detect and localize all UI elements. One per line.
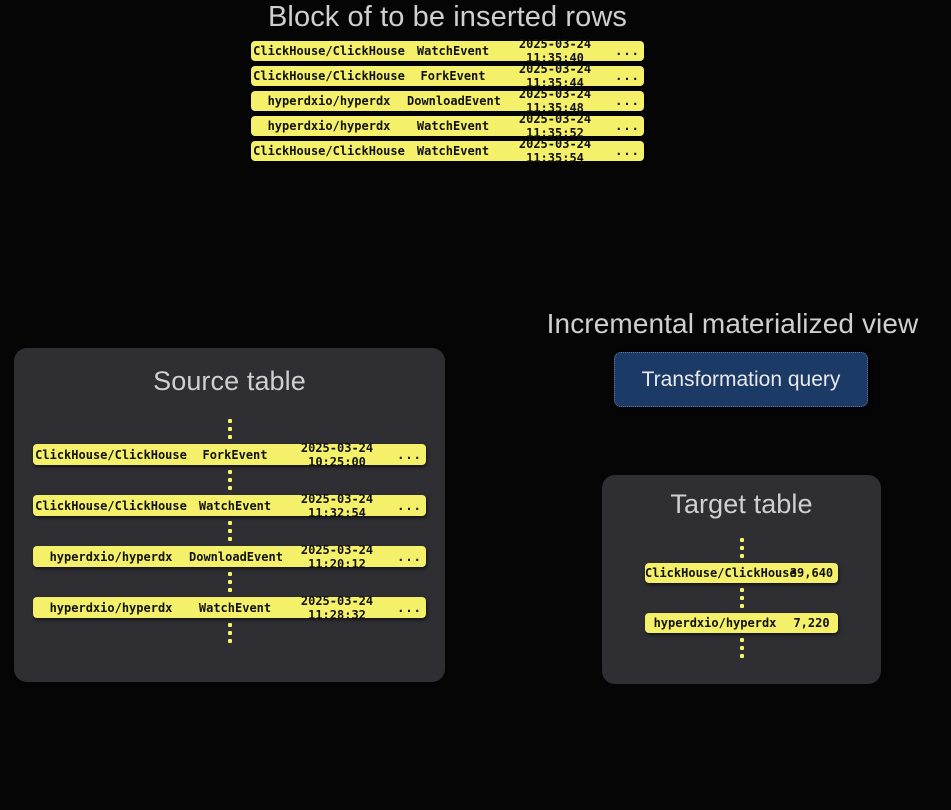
separator-dot — [739, 538, 744, 542]
row-timestamp: 2025-03-24 11:35:54 — [518, 137, 592, 165]
transformation-query-label: Transformation query — [641, 367, 841, 391]
insert-block-title: Block of to be inserted rows — [267, 1, 628, 33]
separator-dot — [227, 470, 232, 474]
row-repo: hyperdxio/hyperdx — [267, 94, 391, 108]
row-repo: hyperdxio/hyperdx — [49, 600, 173, 615]
separator-dot — [227, 580, 232, 584]
row-event: WatchEvent — [416, 44, 490, 58]
source-table-card: Source table ClickHouse/ClickHouse ForkEv… — [14, 348, 445, 682]
separator-dot — [227, 486, 232, 490]
separator-dot — [739, 604, 744, 608]
separator-dot — [227, 572, 232, 576]
row-timestamp: 2025-03-24 11:35:40 — [518, 37, 592, 65]
separator-dot — [739, 654, 744, 658]
row-timestamp: 2025-03-24 11:32:54 — [300, 491, 374, 520]
row-ellipsis: ... — [615, 144, 640, 158]
row-ellipsis: ... — [615, 94, 640, 108]
row-timestamp: 2025-03-24 11:28:32 — [300, 593, 374, 622]
table-row: hyperdxio/hyperdx DownloadEvent 2025-03-24… — [33, 543, 426, 571]
table-row: hyperdxio/hyperdx WatchEvent 2025-03-24 11… — [33, 594, 426, 622]
row-event: WatchEvent — [416, 119, 490, 133]
row-event: ForkEvent — [420, 69, 486, 83]
row-ellipsis: ... — [615, 69, 640, 83]
separator-dot — [227, 588, 232, 592]
target-table-title: Target table — [670, 489, 813, 519]
row-ellipsis: ... — [397, 498, 422, 513]
row-separator-dots — [739, 583, 744, 613]
row-separator-dots — [739, 533, 744, 563]
separator-dot — [227, 631, 232, 635]
row-repo: hyperdxio/hyperdx — [267, 119, 391, 133]
row-ellipsis: ... — [615, 44, 640, 58]
row-event: WatchEvent — [198, 600, 272, 615]
transformation-query-box[interactable]: Transformation query — [614, 352, 868, 407]
row-repo: hyperdxio/hyperdx — [653, 616, 777, 630]
row-event: DownloadEvent — [189, 549, 283, 564]
row-timestamp: 2025-03-24 11:35:44 — [518, 62, 592, 90]
source-table-rows: ClickHouse/ClickHouse ForkEvent 2025-03-24… — [33, 414, 426, 648]
row-repo: ClickHouse/ClickHouse — [35, 498, 187, 513]
table-row: hyperdxio/hyperdx DownloadEvent 2025-03-24… — [251, 87, 644, 115]
row-event: WatchEvent — [416, 144, 490, 158]
row-separator-dots — [739, 633, 744, 663]
row-ellipsis: ... — [397, 600, 422, 615]
separator-dot — [227, 529, 232, 533]
row-repo: hyperdxio/hyperdx — [49, 549, 173, 564]
row-event: DownloadEvent — [407, 94, 501, 108]
separator-dot — [227, 639, 232, 643]
row-separator-dots — [227, 465, 232, 495]
table-row: ClickHouse/ClickHouse ForkEvent 2025-03-24… — [33, 441, 426, 469]
row-repo: ClickHouse/ClickHouse — [35, 447, 187, 462]
separator-dot — [227, 419, 232, 423]
separator-dot — [739, 596, 744, 600]
separator-dot — [227, 521, 232, 525]
row-repo: ClickHouse/ClickHouse — [645, 566, 797, 580]
separator-dot — [739, 588, 744, 592]
row-ellipsis: ... — [397, 549, 422, 564]
row-timestamp: 2025-03-24 11:35:52 — [518, 112, 592, 140]
row-separator-dots — [227, 567, 232, 597]
row-separator-dots — [227, 516, 232, 546]
row-event: WatchEvent — [198, 498, 272, 513]
row-count: 39,640 — [789, 566, 834, 580]
row-repo: ClickHouse/ClickHouse — [253, 69, 405, 83]
separator-dot — [739, 554, 744, 558]
materialized-view-title: Incremental materialized view — [546, 308, 919, 339]
separator-dot — [227, 537, 232, 541]
row-separator-dots — [227, 414, 232, 444]
table-row: hyperdxio/hyperdx WatchEvent 2025-03-24 11… — [251, 112, 644, 140]
table-row: ClickHouse/ClickHouse WatchEvent 2025-03-2… — [251, 37, 644, 65]
row-timestamp: 2025-03-24 10:25:00 — [300, 440, 374, 469]
table-row: ClickHouse/ClickHouse WatchEvent 2025-03-2… — [251, 137, 644, 165]
separator-dot — [739, 638, 744, 642]
row-repo: ClickHouse/ClickHouse — [253, 144, 405, 158]
separator-dot — [227, 623, 232, 627]
separator-dot — [739, 546, 744, 550]
row-timestamp: 2025-03-24 11:20:12 — [300, 542, 374, 571]
table-row: hyperdxio/hyperdx 7,220 — [645, 613, 838, 633]
row-count: 7,220 — [793, 616, 830, 630]
table-row: ClickHouse/ClickHouse WatchEvent 2025-03-2… — [33, 492, 426, 520]
row-ellipsis: ... — [397, 447, 422, 462]
separator-dot — [227, 427, 232, 431]
row-timestamp: 2025-03-24 11:35:48 — [518, 87, 592, 115]
separator-dot — [227, 435, 232, 439]
separator-dot — [739, 646, 744, 650]
row-event: ForkEvent — [202, 447, 268, 462]
table-row: ClickHouse/ClickHouse ForkEvent 2025-03-24… — [251, 62, 644, 90]
row-repo: ClickHouse/ClickHouse — [253, 44, 405, 58]
separator-dot — [227, 478, 232, 482]
source-table-title: Source table — [153, 366, 306, 396]
row-ellipsis: ... — [615, 119, 640, 133]
row-separator-dots — [227, 618, 232, 648]
